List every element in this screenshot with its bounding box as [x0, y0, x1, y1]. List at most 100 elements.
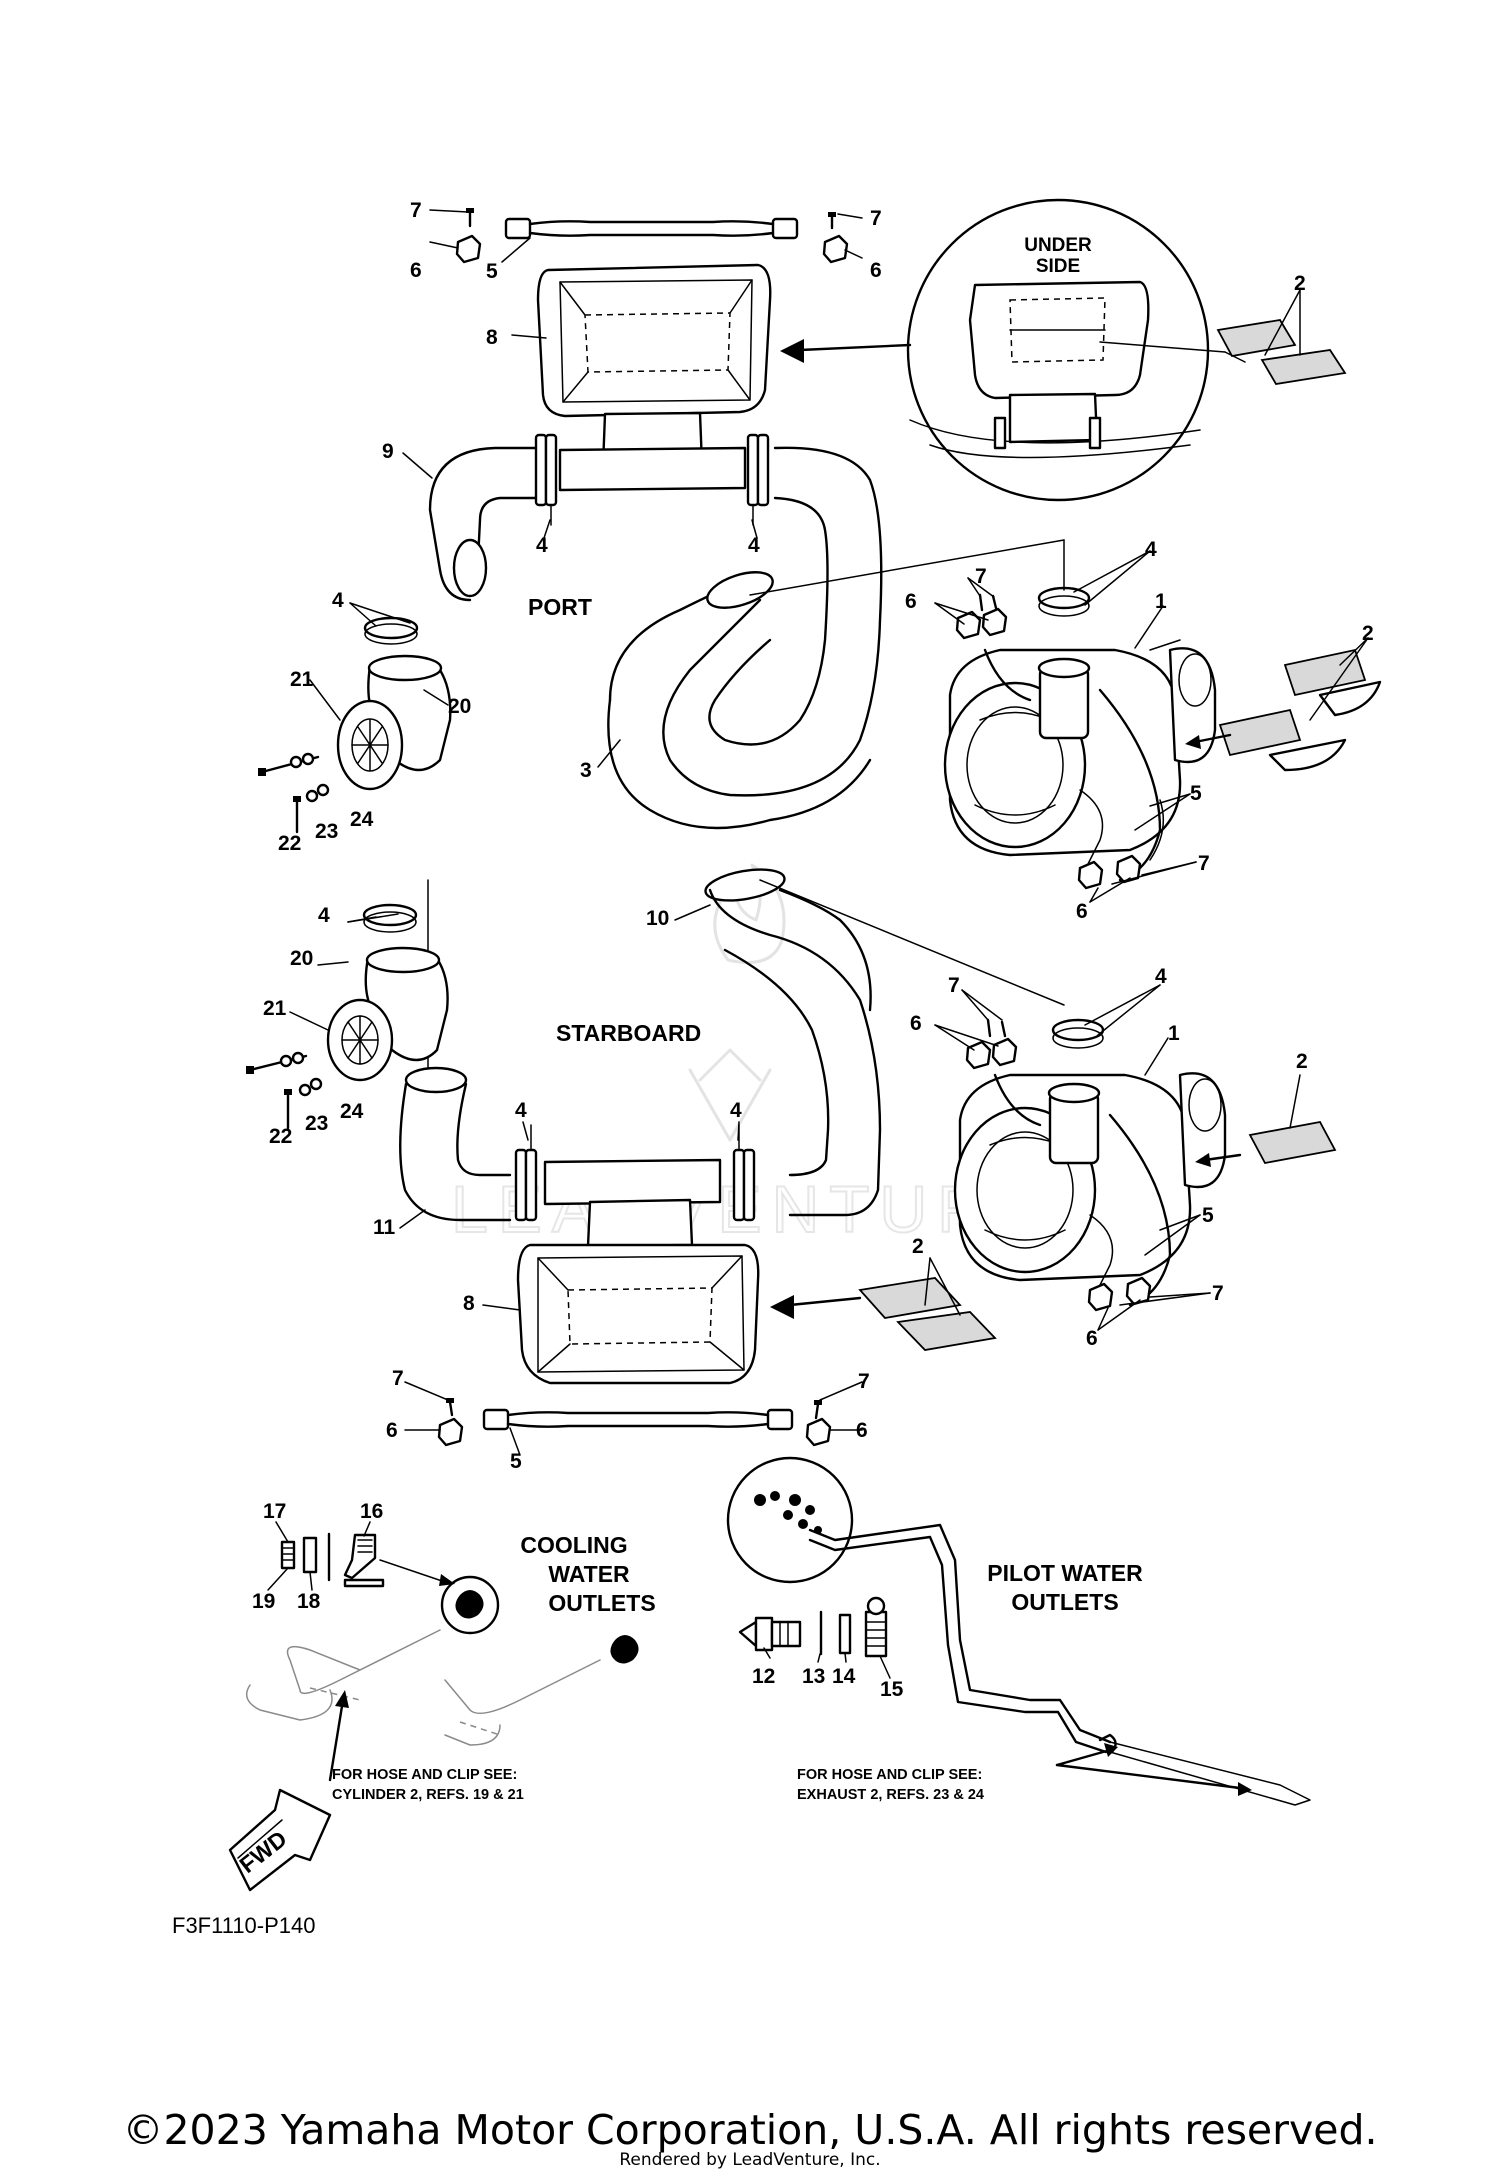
- cooling-note-line2: CYLINDER 2, REFS. 19 & 21: [332, 1787, 524, 1803]
- elbow-starboard: [326, 903, 449, 1082]
- callout-7: 7: [1198, 852, 1210, 875]
- starboard-label: STARBOARD: [556, 1020, 701, 1046]
- callout-5: 5: [510, 1450, 522, 1473]
- callout-22: 22: [278, 832, 301, 855]
- air-filter-top: [943, 639, 1217, 871]
- underside-label-line2: SIDE: [1036, 256, 1080, 277]
- fwd-arrow: FWD: [228, 1788, 332, 1892]
- pilot-detail: [726, 1456, 1311, 1806]
- cooling-parts: [280, 1532, 455, 1588]
- callout-leaders: [267, 209, 1369, 1679]
- callout-7: 7: [975, 565, 987, 588]
- callout-numbers: 7 6 5 7 6 8 9 4 4 4 21 20 22 23 24 3 4 1…: [252, 199, 1374, 1701]
- callout-5: 5: [486, 260, 498, 283]
- clips-bottom: [437, 1398, 832, 1447]
- callout-23: 23: [315, 820, 338, 843]
- hose-3: [607, 446, 883, 830]
- hose-9: [428, 446, 537, 602]
- pilot-label-line2: OUTLETS: [1011, 1589, 1118, 1615]
- hose-10: [704, 868, 882, 1217]
- callout-7: 7: [870, 207, 882, 230]
- copyright-notice: ©2023 Yamaha Motor Corporation, U.S.A. A…: [122, 2106, 1378, 2154]
- callout-20: 20: [448, 695, 471, 718]
- callout-16: 16: [360, 1500, 383, 1523]
- callout-11: 11: [373, 1216, 396, 1239]
- callout-6: 6: [1086, 1327, 1098, 1350]
- callout-9: 9: [382, 440, 394, 463]
- pads-starboard-bottom: [770, 1257, 997, 1351]
- cooling-label-line3: OUTLETS: [548, 1590, 655, 1616]
- underside-detail: [906, 198, 1246, 502]
- callout-8: 8: [486, 326, 498, 349]
- callout-6: 6: [410, 259, 422, 282]
- callout-8: 8: [463, 1292, 475, 1315]
- rendered-by-notice: Rendered by LeadVenture, Inc.: [619, 2150, 881, 2170]
- callout-20: 20: [290, 947, 313, 970]
- clamps-port-inner: [534, 433, 770, 526]
- strap-bottom: [482, 1408, 794, 1431]
- callout-15: 15: [880, 1678, 904, 1701]
- pilot-parts: [738, 1596, 1252, 1796]
- callout-4: 4: [332, 589, 344, 612]
- callout-2: 2: [1294, 272, 1306, 295]
- callout-13: 13: [802, 1665, 825, 1688]
- clamp-filter-bottom: [1051, 1018, 1105, 1049]
- callout-4: 4: [1155, 965, 1167, 988]
- pilot-label-line1: PILOT WATER: [987, 1560, 1143, 1586]
- callout-17: 17: [263, 1500, 286, 1523]
- callout-7: 7: [392, 1367, 404, 1390]
- callout-6: 6: [856, 1419, 868, 1442]
- clips-filter-top: [955, 593, 1142, 890]
- callout-1: 1: [1168, 1022, 1180, 1045]
- muffler-box-top: [536, 263, 772, 492]
- callout-24: 24: [340, 1100, 364, 1123]
- clamp-filter-top: [1037, 586, 1091, 617]
- callout-6: 6: [910, 1012, 922, 1035]
- callout-4: 4: [515, 1099, 527, 1122]
- callout-19: 19: [252, 1590, 275, 1613]
- callout-7: 7: [948, 974, 960, 997]
- callout-4: 4: [318, 904, 330, 927]
- clips-filter-bottom: [965, 1018, 1152, 1312]
- callout-21: 21: [263, 997, 287, 1020]
- pilot-note-line2: EXHAUST 2, REFS. 23 & 24: [797, 1787, 984, 1803]
- callout-21: 21: [290, 668, 314, 691]
- arrow-pad-top: [1185, 733, 1232, 749]
- callout-7: 7: [858, 1370, 870, 1393]
- pads-top: [1218, 648, 1382, 772]
- callout-10: 10: [646, 907, 669, 930]
- callout-6: 6: [1076, 900, 1088, 923]
- elbow-port: [336, 616, 452, 791]
- pilot-note-line1: FOR HOSE AND CLIP SEE:: [797, 1767, 982, 1783]
- callout-14: 14: [832, 1665, 856, 1688]
- cooling-detail: [245, 1575, 639, 1782]
- callout-12: 12: [752, 1665, 775, 1688]
- cooling-label-line1: COOLING: [520, 1532, 627, 1558]
- callout-6: 6: [870, 259, 882, 282]
- callout-5: 5: [1190, 782, 1202, 805]
- cooling-label-line2: WATER: [548, 1561, 630, 1587]
- callout-2: 2: [912, 1235, 924, 1258]
- muffler-box-starboard: [516, 1158, 760, 1385]
- callout-22: 22: [269, 1125, 292, 1148]
- leader-hose3-clamp: [749, 539, 1065, 596]
- strap-top: [504, 217, 799, 240]
- callout-5: 5: [1202, 1204, 1214, 1227]
- callout-4: 4: [748, 534, 760, 557]
- callout-4: 4: [730, 1099, 742, 1122]
- arrow-underside: [780, 339, 912, 363]
- callout-4: 4: [536, 534, 548, 557]
- callout-6: 6: [905, 590, 917, 613]
- callout-3: 3: [580, 759, 592, 782]
- clamps-starboard-inner: [514, 1124, 756, 1222]
- callout-7: 7: [1212, 1282, 1224, 1305]
- bolts-port: [258, 752, 330, 834]
- underside-label-line1: UNDER: [1024, 235, 1092, 256]
- clip-top-left: [455, 208, 482, 264]
- hose-11: [399, 1066, 512, 1222]
- air-filter-bottom: [953, 1072, 1227, 1307]
- pad-starboard-right: [1195, 1120, 1337, 1167]
- callout-4: 4: [1145, 538, 1157, 561]
- callout-1: 1: [1155, 590, 1167, 613]
